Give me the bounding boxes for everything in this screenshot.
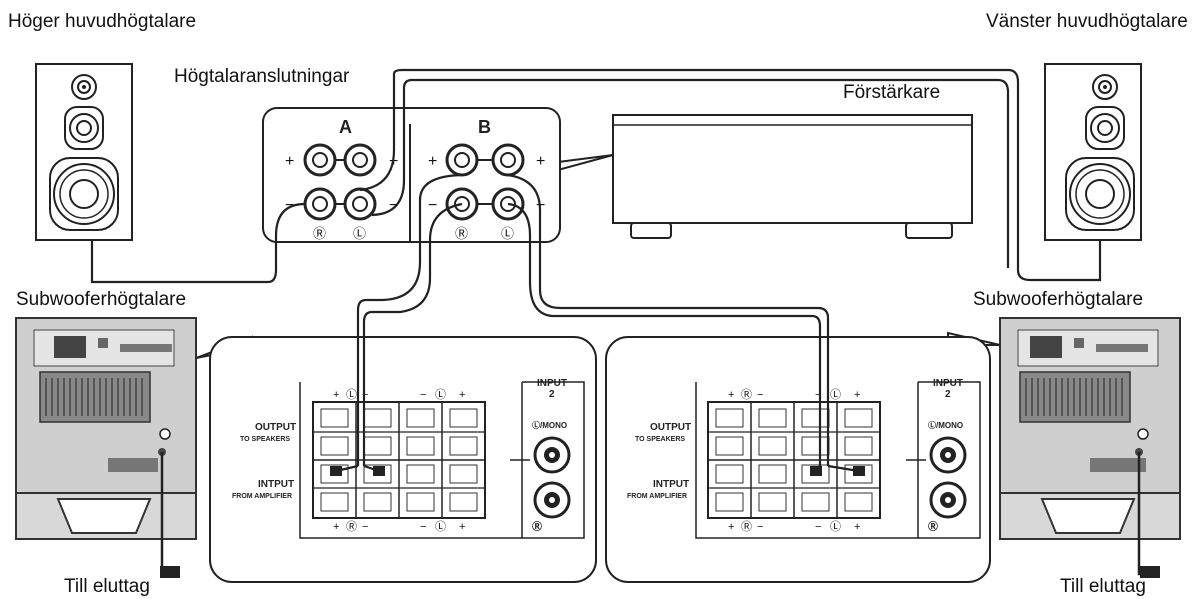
input2-num: 2 [549, 389, 555, 400]
r-top-minus-1: − [757, 389, 763, 401]
r-bot-l-2: Ⓛ [830, 520, 841, 533]
top-minus-2: − [420, 389, 426, 401]
bot-l-2: Ⓛ [435, 520, 446, 533]
r-top-l-2: Ⓛ [830, 388, 841, 401]
r-top-minus-2: − [815, 389, 821, 401]
right-main-speaker-label: Höger huvudhögtalare [8, 11, 196, 32]
top-l-2: Ⓛ [435, 388, 446, 401]
subwoofer-right [947, 317, 1181, 578]
outlet-right-label: Till eluttag [1060, 576, 1146, 597]
power-plug-left-icon [160, 566, 180, 578]
wire-b-to-sub-left-2 [362, 202, 463, 466]
input2-r-jack-right[interactable] [929, 481, 967, 519]
output-sub-label-r: TO SPEAKERS [635, 436, 685, 443]
wire-b-to-sub-right-1 [507, 173, 830, 466]
input2-label: INPUT [537, 378, 567, 389]
wire-end-4 [827, 464, 860, 473]
r-bot-minus-1: − [757, 521, 763, 533]
input-label: INTPUT [258, 479, 294, 490]
bot-plus-1: + [333, 521, 339, 533]
r-jack-label-r: Ⓡ [928, 520, 938, 533]
group-a-label: A [339, 117, 352, 137]
b-r-marker: Ⓡ [455, 226, 468, 241]
right-main-speaker [35, 63, 133, 241]
input2-label-r: INPUT [933, 378, 963, 389]
input-sub-label: FROM AMPLIFIER [232, 493, 292, 500]
r-top-r-1: Ⓡ [741, 388, 752, 401]
a-minus-right: − [389, 197, 398, 214]
r-top-plus-2: + [854, 389, 860, 401]
input-label-r: INTPUT [653, 479, 689, 490]
terminal-a-l-plus[interactable] [343, 143, 377, 177]
top-minus-1: − [362, 389, 368, 401]
wire-b-to-sub-left-1 [356, 173, 463, 466]
wire-left-speaker-2 [371, 78, 1010, 268]
input2-mono-jack-left[interactable] [533, 436, 571, 474]
bot-minus-1: − [362, 521, 368, 533]
b-plus-right: + [536, 153, 545, 170]
wire-right-speaker [90, 202, 306, 284]
r-top-plus-1: + [728, 389, 734, 401]
speaker-terminal-panel: A B [262, 107, 561, 243]
r-bot-r-1: Ⓡ [741, 520, 752, 533]
b-minus-left: − [428, 197, 437, 214]
r-bot-plus-2: + [854, 521, 860, 533]
r-bot-minus-2: − [815, 521, 821, 533]
b-plus-left: + [428, 153, 437, 170]
wire-left-speaker [359, 68, 1102, 282]
wire-end-2 [363, 464, 380, 473]
output-label-r: OUTPUT [650, 422, 691, 433]
a-r-marker: Ⓡ [313, 226, 326, 241]
terminal-a-r-plus[interactable] [303, 143, 337, 177]
a-l-marker: Ⓛ [353, 226, 366, 241]
terminal-b-l-plus[interactable] [491, 143, 525, 177]
b-l-marker: Ⓛ [501, 226, 514, 241]
wire-end-1 [335, 464, 359, 473]
output-label: OUTPUT [255, 422, 296, 433]
top-plus-1: + [333, 389, 339, 401]
input2-r-jack-left[interactable] [533, 481, 571, 519]
bot-plus-2: + [459, 521, 465, 533]
input-sub-label-r: FROM AMPLIFIER [627, 493, 687, 500]
sub-panel-left: OUTPUT TO SPEAKERS INTPUT FROM AMPLIFIER… [209, 336, 597, 583]
bot-r-1: Ⓡ [346, 520, 357, 533]
outlet-left-label: Till eluttag [64, 576, 150, 597]
terminal-a-r-minus[interactable] [303, 187, 337, 221]
speaker-wires [90, 68, 1102, 473]
amplifier [557, 114, 973, 239]
terminal-a-l-minus[interactable] [343, 187, 377, 221]
input2-mono-jack-right[interactable] [929, 436, 967, 474]
amplifier-label: Förstärkare [843, 82, 940, 103]
wire-b-to-sub-right-2 [507, 202, 822, 466]
top-plus-2: + [459, 389, 465, 401]
mono-label-r: Ⓛ/MONO [928, 420, 963, 430]
a-minus-left: − [285, 197, 294, 214]
mono-label: Ⓛ/MONO [532, 420, 567, 430]
top-l-1: Ⓛ [346, 388, 357, 401]
speaker-connections-label: Högtalaranslutningar [174, 66, 350, 87]
wire-end-3 [815, 465, 821, 472]
sub-panel-right: OUTPUT TO SPEAKERS INTPUT FROM AMPLIFIER… [605, 336, 991, 583]
left-main-speaker [1044, 63, 1142, 241]
group-b-label: B [478, 117, 491, 137]
power-plug-right-icon [1140, 566, 1160, 578]
subwoofer-right-label: Subwooferhögtalare [973, 289, 1143, 310]
r-bot-plus-1: + [728, 521, 734, 533]
input2-num-r: 2 [945, 389, 951, 400]
bot-minus-2: − [420, 521, 426, 533]
output-sub-label: TO SPEAKERS [240, 436, 290, 443]
left-main-speaker-label: Vänster huvudhögtalare [986, 11, 1188, 32]
terminal-b-r-plus[interactable] [445, 143, 479, 177]
r-jack-label: Ⓡ [532, 520, 542, 533]
a-plus-left: + [285, 153, 294, 170]
subwoofer-left-label: Subwooferhögtalare [16, 289, 186, 310]
